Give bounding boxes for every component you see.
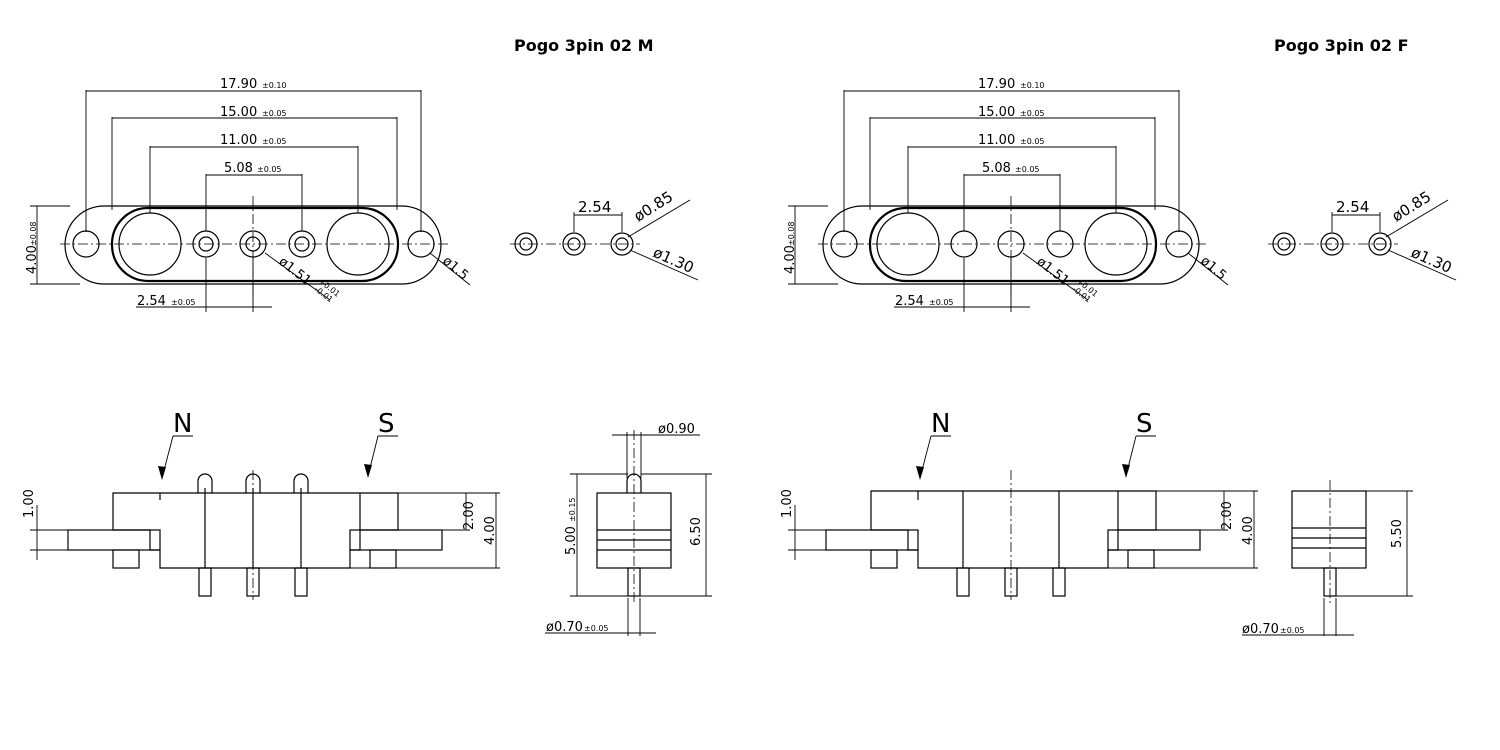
- side-1-00: 1.00: [22, 489, 37, 518]
- female-pin-detail: 2.54 ø0.85 ø1.30: [1268, 188, 1457, 281]
- tol-17-90: ±0.10: [1020, 81, 1045, 90]
- tol-5-08: ±0.05: [257, 165, 282, 174]
- male-side-view: N S 1.00 2.00 4.00: [22, 409, 500, 600]
- dia-1-5: ø1.5: [439, 254, 471, 284]
- pin-len-tol: ±0.15: [568, 497, 577, 522]
- height-6-50: 6.50: [689, 517, 704, 546]
- side-1-00: 1.00: [780, 489, 795, 518]
- dim-17-90: 17.90: [978, 77, 1015, 92]
- male-drawing: Pogo 3pin 02 M 17.90 ±0.10 15.00 ±0.05 1…: [22, 36, 712, 636]
- female-side-view: N S 1.00 2.00 4.00: [780, 409, 1258, 600]
- male-pin-length-view: ø0.90 5.00 ±0.15 6.50 ø0.70 ±0.05: [545, 422, 712, 636]
- dim-5-08: 5.08: [224, 161, 253, 176]
- female-title: Pogo 3pin 02 F: [1274, 36, 1409, 55]
- dia-0-85: ø0.85: [1389, 188, 1435, 226]
- tol-2-54: ±0.05: [171, 298, 196, 307]
- tol-0-70: ±0.05: [1280, 626, 1305, 635]
- tol-4-00: ±0.08: [29, 221, 38, 246]
- dim-2-54: 2.54: [895, 294, 924, 309]
- dim-17-90: 17.90: [220, 77, 257, 92]
- tol-11-00: ±0.05: [262, 137, 287, 146]
- side-4-00: 4.00: [1241, 516, 1256, 545]
- male-title: Pogo 3pin 02 M: [514, 36, 654, 55]
- label-s: S: [1136, 409, 1153, 439]
- label-n: N: [931, 409, 950, 439]
- tol-4-00: ±0.08: [787, 221, 796, 246]
- dim-15-00: 15.00: [978, 105, 1015, 120]
- tol-15-00: ±0.05: [1020, 109, 1045, 118]
- dim-4-00: 4.00: [25, 245, 40, 274]
- female-top-dimensions: 17.90 ±0.10 15.00 ±0.05 11.00 ±0.05 5.08…: [783, 77, 1229, 312]
- dia-1-30: ø1.30: [650, 243, 696, 277]
- dia-1-5: ø1.5: [1197, 254, 1229, 284]
- female-drawing: Pogo 3pin 02 F 17.90 ±0.10 15.00 ±0.05 1…: [780, 36, 1457, 637]
- dim-15-00: 15.00: [220, 105, 257, 120]
- side-2-00: 2.00: [462, 501, 477, 530]
- dim-2-54: 2.54: [137, 294, 166, 309]
- side-2-00: 2.00: [1220, 501, 1235, 530]
- male-top-view: [60, 196, 448, 300]
- dia-0-70: ø0.70: [546, 620, 583, 635]
- tol-2-54: ±0.05: [929, 298, 954, 307]
- dia-1-30: ø1.30: [1408, 243, 1454, 277]
- female-pin-length-view: 5.50 ø0.70 ±0.05: [1242, 480, 1413, 637]
- dim-11-00: 11.00: [220, 133, 257, 148]
- side-4-00: 4.00: [483, 516, 498, 545]
- female-top-view: [818, 196, 1206, 300]
- tol-0-70: ±0.05: [584, 624, 609, 633]
- dim-5-08: 5.08: [982, 161, 1011, 176]
- dia-0-90: ø0.90: [658, 422, 695, 437]
- tol-11-00: ±0.05: [1020, 137, 1045, 146]
- tol-17-90: ±0.10: [262, 81, 287, 90]
- pin-len: 5.00: [564, 526, 579, 555]
- tol-15-00: ±0.05: [262, 109, 287, 118]
- dia-0-85: ø0.85: [631, 188, 677, 226]
- dim-11-00: 11.00: [978, 133, 1015, 148]
- label-s: S: [378, 409, 395, 439]
- pitch-2-54: 2.54: [1336, 198, 1369, 216]
- male-pin-detail: 2.54 ø0.85 ø1.30: [510, 188, 699, 281]
- height-5-50: 5.50: [1390, 519, 1405, 548]
- dim-4-00: 4.00: [783, 245, 798, 274]
- pitch-2-54: 2.54: [578, 198, 611, 216]
- label-n: N: [173, 409, 192, 439]
- male-top-dimensions: 17.90 ±0.10 15.00 ±0.05 11.00 ±0.05 5.08…: [25, 77, 471, 312]
- dia-0-70: ø0.70: [1242, 622, 1279, 637]
- tol-5-08: ±0.05: [1015, 165, 1040, 174]
